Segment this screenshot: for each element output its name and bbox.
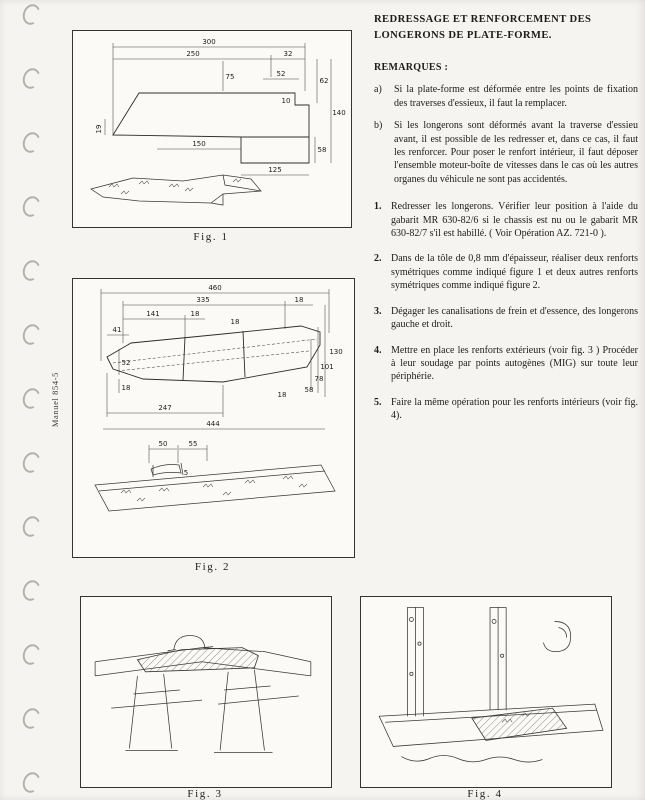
- figure-2-drawing: 460 335 18 141 18 41 18 52 18 18: [94, 284, 343, 512]
- content-column: REDRESSAGE ET RENFORCEMENT DES LONGERONS…: [374, 12, 638, 435]
- step-2: 2. Dans de la tôle de 0,8 mm d'épaisseur…: [374, 252, 638, 292]
- dim-label: 125: [268, 166, 281, 174]
- dim-label: 50: [159, 440, 168, 448]
- binding-hole-icon: [19, 65, 44, 92]
- figure-2-box: 460 335 18 141 18 41 18 52 18 18: [72, 278, 355, 558]
- dim-label: 18: [191, 310, 200, 318]
- step-4: 4. Mettre en place les renforts extérieu…: [374, 344, 638, 384]
- remark-text: Si les longerons sont déformés avant la …: [394, 120, 638, 185]
- dim-label: 250: [186, 50, 199, 58]
- dim-label: 55: [189, 440, 198, 448]
- manual-reference: Manuel 854-5: [50, 372, 60, 428]
- binding-hole-icon: [19, 641, 44, 668]
- page-title: REDRESSAGE ET RENFORCEMENT DES LONGERONS…: [374, 12, 638, 44]
- dim-label: 58: [318, 146, 327, 154]
- remarks-heading: REMARQUES :: [374, 62, 449, 73]
- dim-label: 18: [122, 384, 131, 392]
- binding-hole-icon: [19, 129, 44, 156]
- dim-label: 335: [196, 296, 209, 304]
- binding-hole-icon: [19, 385, 44, 412]
- figure-4-caption: Fig. 4: [467, 788, 503, 800]
- step-number: 5.: [374, 396, 382, 408]
- page-title-line-2: LONGERONS DE PLATE-FORME.: [374, 30, 552, 41]
- binding-hole-icon: [19, 705, 44, 732]
- remark-text: Si la plate-forme est déformée entre les…: [394, 84, 638, 109]
- figure-1-drawing: 300 250 32 52 62 75 10 19 150 58 125 140: [90, 38, 346, 206]
- dim-label: 444: [206, 420, 220, 428]
- binding-hole-icon: [19, 513, 44, 540]
- remark-b: b) Si les longerons sont déformés avant …: [374, 119, 638, 186]
- step-3: 3. Dégager les canalisations de frein et…: [374, 305, 638, 332]
- figure-4-box: [360, 596, 612, 788]
- dim-label: 5: [184, 469, 188, 477]
- dim-label: 460: [208, 284, 221, 292]
- dim-label: 140: [332, 109, 345, 117]
- dim-label: 19: [95, 125, 103, 134]
- procedure-steps: 1. Redresser les longerons. Vérifier leu…: [374, 200, 638, 422]
- dim-label: 18: [278, 391, 287, 399]
- figure-3-drawing: [94, 635, 312, 753]
- remark-label: a): [374, 84, 382, 96]
- dim-label: 62: [320, 77, 329, 85]
- dim-label: 10: [282, 97, 291, 105]
- remark-label: b): [374, 120, 383, 132]
- binding-hole-icon: [19, 449, 44, 476]
- page-title-line-1: REDRESSAGE ET RENFORCEMENT DES: [374, 14, 592, 25]
- dim-label: 41: [113, 326, 122, 334]
- dim-label: 141: [146, 310, 159, 318]
- step-text: Dégager les canalisations de frein et d'…: [391, 305, 638, 331]
- figure-1-caption: Fig. 1: [193, 231, 229, 243]
- figure-3-box: [80, 596, 332, 788]
- dim-label: 32: [284, 50, 293, 58]
- binding-hole-icon: [19, 1, 44, 28]
- step-1: 1. Redresser les longerons. Vérifier leu…: [374, 200, 638, 240]
- binding-hole-icon: [19, 769, 44, 796]
- dim-label: 52: [277, 70, 286, 78]
- binding-hole-icon: [19, 257, 44, 284]
- step-text: Dans de la tôle de 0,8 mm d'épaisseur, r…: [391, 253, 638, 292]
- figure-4-drawing: [378, 606, 604, 763]
- step-text: Redresser les longerons. Vérifier leur p…: [391, 201, 638, 240]
- step-number: 2.: [374, 253, 382, 265]
- step-number: 1.: [374, 201, 382, 213]
- binding-hole-icon: [19, 577, 44, 604]
- dim-label: 18: [231, 318, 240, 326]
- step-5: 5. Faire la même opération pour les renf…: [374, 396, 638, 423]
- dim-label: 150: [192, 140, 205, 148]
- dim-label: 75: [226, 73, 235, 81]
- step-number: 3.: [374, 305, 382, 317]
- dim-label: 247: [158, 404, 171, 412]
- figure-1-box: 300 250 32 52 62 75 10 19 150 58 125 140: [72, 30, 352, 228]
- dim-label: 300: [202, 38, 215, 46]
- figure-2-caption: Fig. 2: [194, 561, 231, 573]
- step-text: Mettre en place les renforts extérieurs …: [391, 344, 638, 383]
- dim-label: 130: [329, 348, 342, 356]
- remark-a: a) Si la plate-forme est déformée entre …: [374, 83, 638, 110]
- dim-label: 101: [320, 363, 333, 371]
- step-text: Faire la même opération pour les renfort…: [391, 396, 638, 422]
- dim-label: 18: [295, 296, 304, 304]
- dim-label: 52: [122, 359, 131, 367]
- dim-label: 58: [305, 386, 314, 394]
- figure-3-caption: Fig. 3: [187, 788, 223, 800]
- binding-hole-icon: [19, 193, 44, 220]
- binding-hole-icon: [19, 321, 44, 348]
- dim-label: 78: [315, 375, 324, 383]
- step-number: 4.: [374, 344, 382, 356]
